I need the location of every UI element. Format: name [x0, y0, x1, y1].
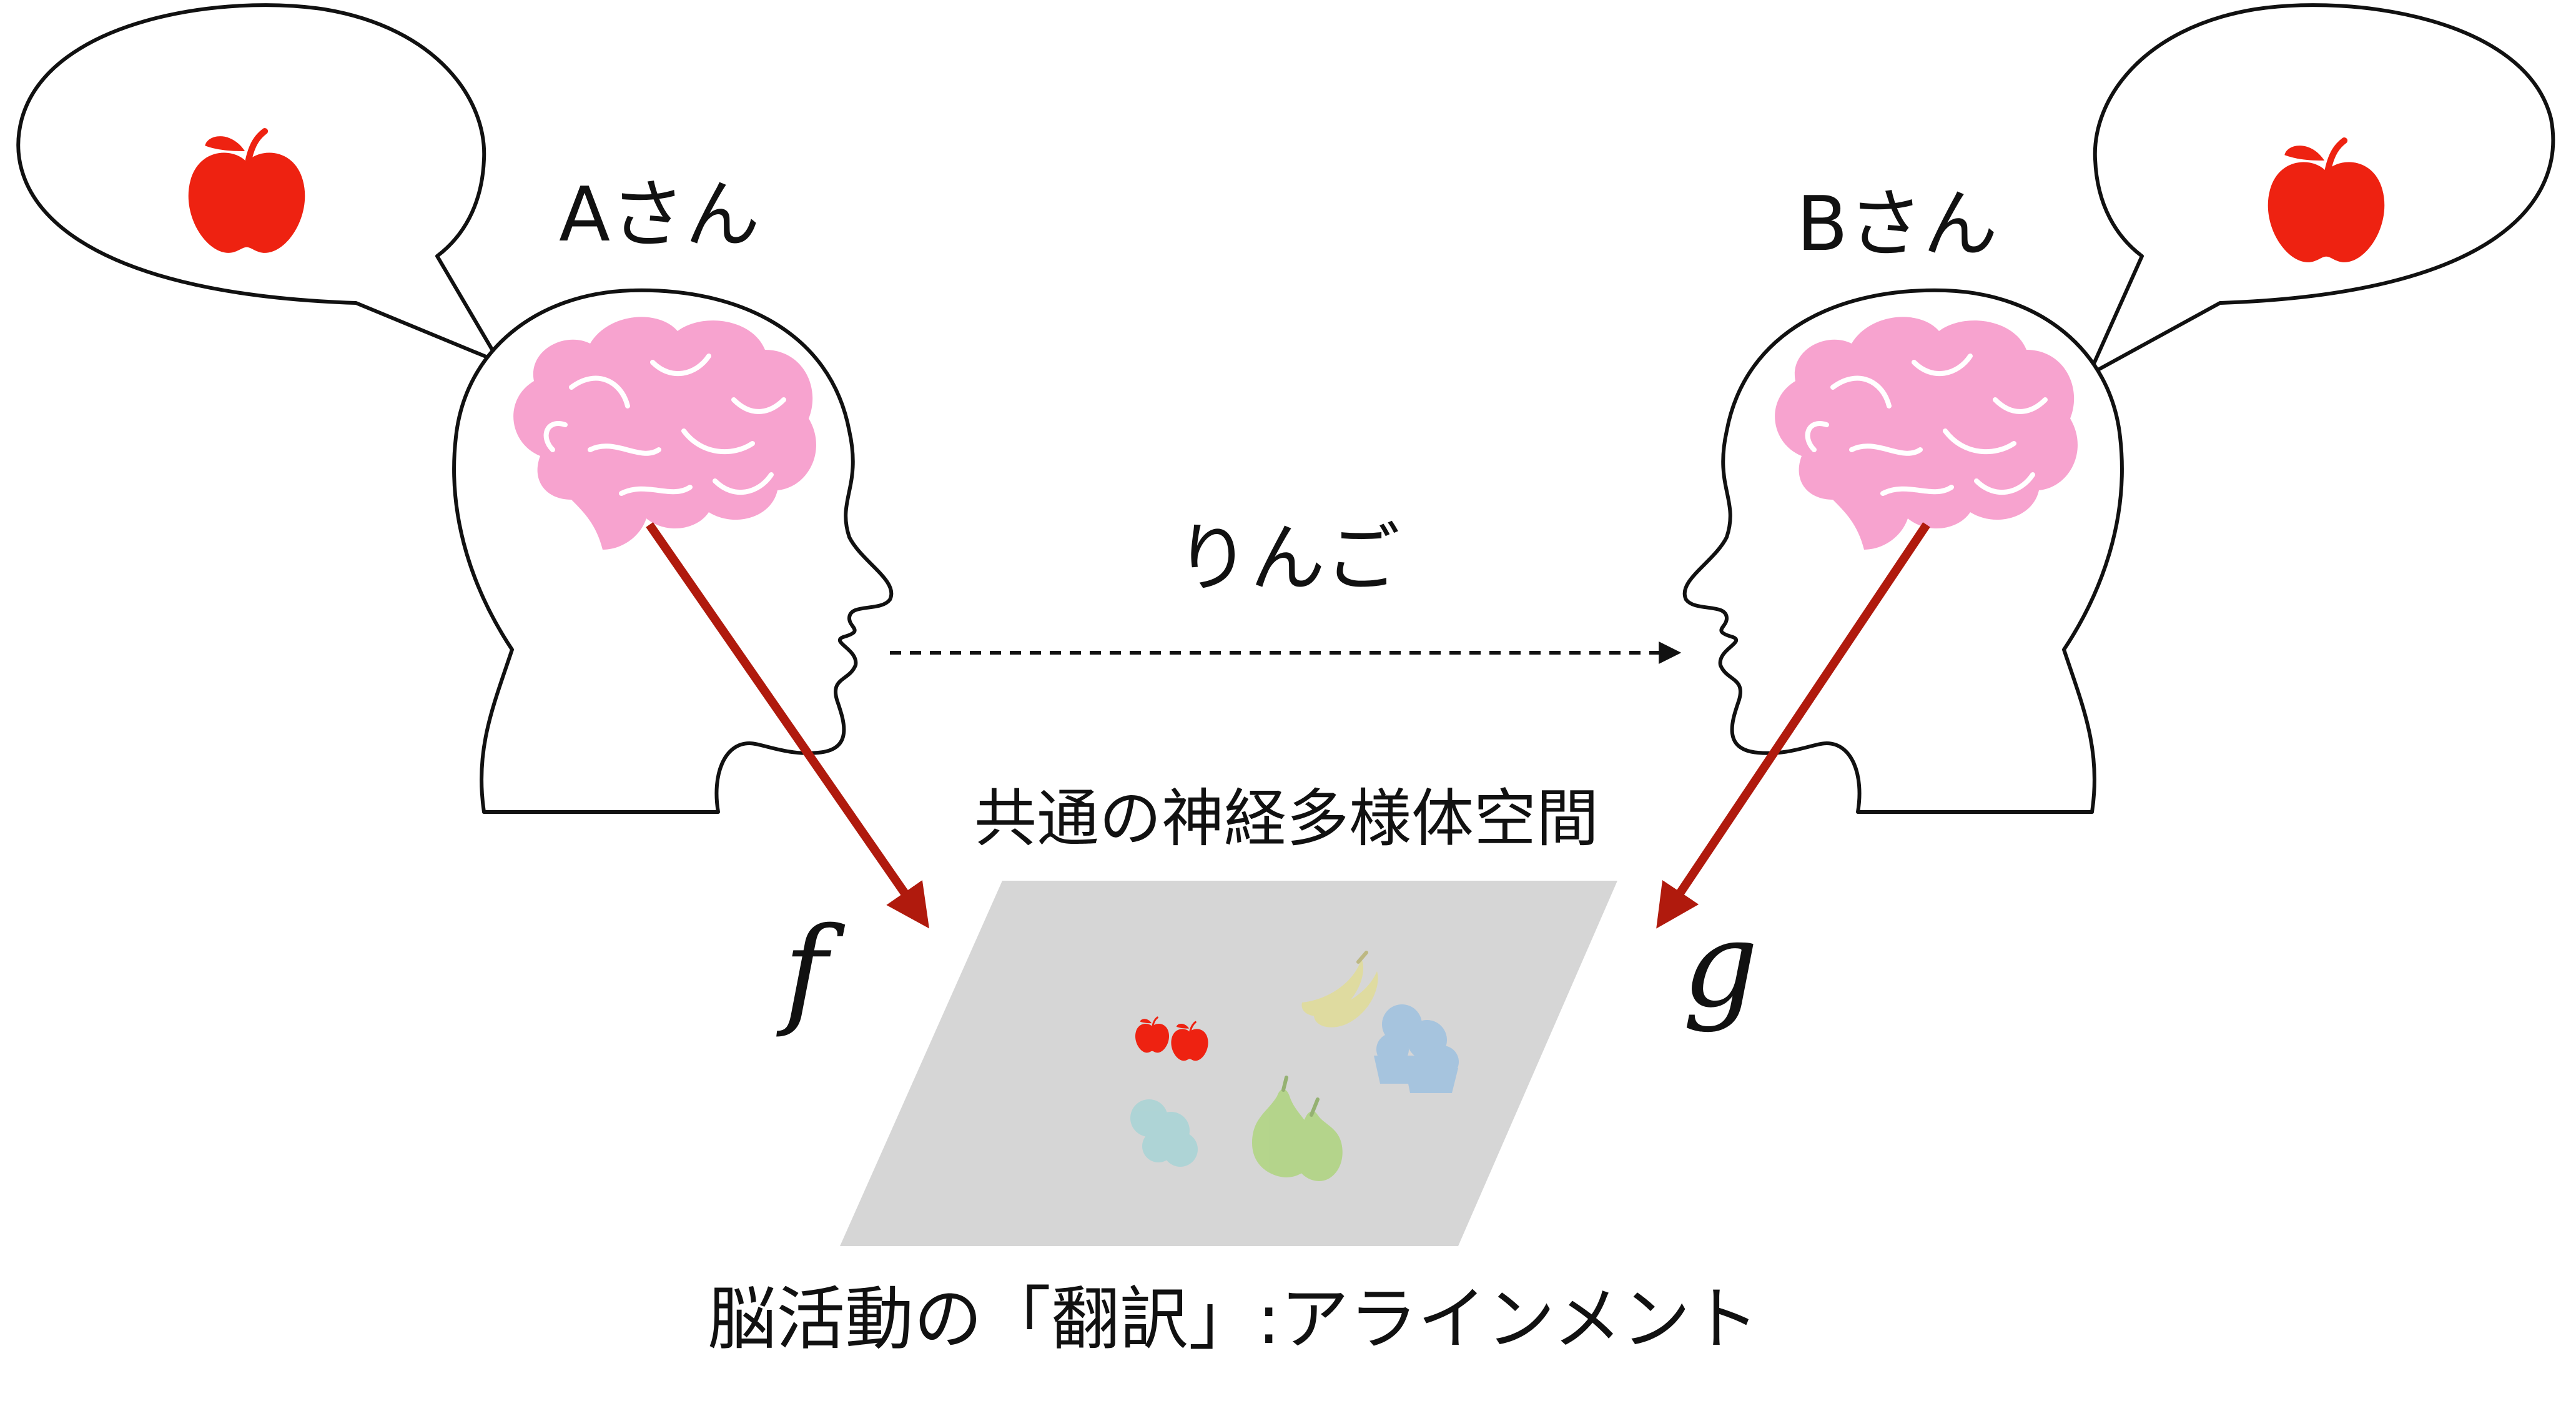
brain-b: [1775, 317, 2078, 550]
spoken-word-label: りんご: [1175, 515, 1400, 602]
brain-a: [513, 317, 816, 550]
pear-icon: [1252, 1076, 1343, 1181]
shared-manifold-plane: [840, 881, 1617, 1246]
manifold-title: 共通の神経多様体空間: [974, 782, 1599, 855]
person-b: Bさん: [1682, 3, 2555, 814]
mapping-g-label: g: [1682, 896, 1759, 1034]
grapes-icon: [1130, 1099, 1198, 1167]
caption: 脳活動の「翻訳」:アラインメント: [708, 1279, 1759, 1359]
person-a-label: Aさん: [559, 172, 760, 259]
manifold-items: [1130, 951, 1459, 1181]
banana-icon: [1301, 951, 1378, 1027]
mapping-arrow-g: [1656, 522, 1930, 929]
mapping-f-label: f: [776, 902, 846, 1040]
blueberries-icon: [1374, 1004, 1459, 1093]
person-b-label: Bさん: [1797, 181, 1998, 268]
mapping-arrow-f: [646, 522, 929, 929]
